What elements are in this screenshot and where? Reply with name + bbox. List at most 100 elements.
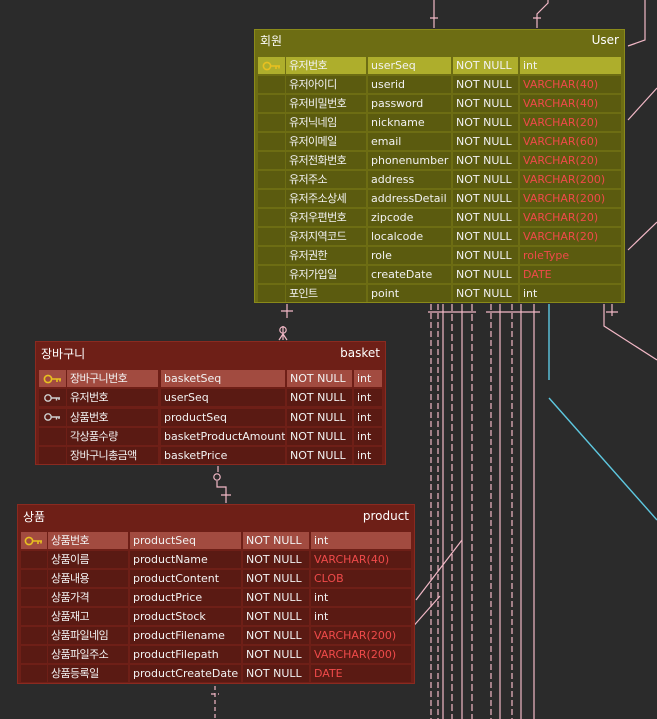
column-field: productSeq: [161, 408, 285, 426]
column-type: VARCHAR(20): [520, 114, 621, 131]
key-cell: [21, 608, 47, 625]
column-type: roleType: [520, 247, 621, 264]
column-field: phonenumber: [368, 152, 451, 169]
column-field: addressDetail: [368, 190, 451, 207]
column-null: NOT NULL: [453, 114, 518, 131]
relation-line: [211, 686, 219, 719]
column-null: NOT NULL: [453, 57, 518, 74]
column-field: productContent: [130, 570, 241, 587]
column-type: int: [520, 285, 621, 302]
column-name: 유저이메일: [286, 133, 366, 150]
foreign-key-icon: [39, 408, 66, 426]
column-name: 상품재고: [48, 608, 128, 625]
relation-line: [548, 397, 657, 521]
column-field: basketProductAmount: [161, 427, 285, 445]
column-field: password: [368, 95, 451, 112]
relation-line: [533, 0, 549, 28]
key-cell: [258, 152, 285, 169]
column-field: createDate: [368, 266, 451, 283]
key-cell: [258, 114, 285, 131]
column-null: NOT NULL: [453, 76, 518, 93]
column-name: 상품번호: [48, 532, 128, 549]
column-name: 유저주소: [286, 171, 366, 188]
key-cell: [21, 627, 47, 644]
column-field: basketPrice: [161, 447, 285, 465]
column-type: VARCHAR(40): [520, 76, 621, 93]
key-cell: [258, 209, 285, 226]
column-name: 유저아이디: [286, 76, 366, 93]
key-cell: [258, 228, 285, 245]
table-header: 상품 product: [18, 505, 414, 527]
column-type: VARCHAR(40): [311, 551, 411, 568]
column-name: 각상품수량: [67, 427, 158, 445]
relation-line: [415, 539, 463, 601]
key-cell: [258, 266, 285, 283]
table-title-en: basket: [340, 346, 380, 360]
column-name: 상품등록일: [48, 665, 128, 682]
column-type: VARCHAR(200): [520, 171, 621, 188]
column-type: VARCHAR(20): [520, 228, 621, 245]
column-type: int: [354, 370, 382, 387]
column-null: NOT NULL: [243, 665, 309, 682]
column-field: role: [368, 247, 451, 264]
column-name: 유저전화번호: [286, 152, 366, 169]
column-null: NOT NULL: [287, 408, 352, 426]
column-field: nickname: [368, 114, 451, 131]
table-title-ko: 장바구니: [41, 346, 86, 361]
column-null: NOT NULL: [243, 570, 309, 587]
column-field: userid: [368, 76, 451, 93]
relation-line: [216, 481, 231, 503]
column-null: NOT NULL: [453, 133, 518, 150]
column-field: zipcode: [368, 209, 451, 226]
column-field: userSeq: [368, 57, 451, 74]
column-field: basketSeq: [161, 370, 285, 387]
table-title-ko: 회원: [260, 33, 283, 48]
column-null: NOT NULL: [287, 389, 352, 407]
column-null: NOT NULL: [453, 152, 518, 169]
column-name: 유저번호: [67, 389, 158, 407]
column-name: 상품이름: [48, 551, 128, 568]
column-type: VARCHAR(20): [520, 209, 621, 226]
column-field: point: [368, 285, 451, 302]
column-type: int: [354, 408, 382, 426]
key-cell: [21, 551, 47, 568]
relation-line: [603, 304, 657, 361]
relation-line: [627, 221, 657, 251]
relation-line: [278, 333, 288, 341]
column-type: VARCHAR(60): [520, 133, 621, 150]
relation-line: [627, 87, 657, 121]
column-field: productName: [130, 551, 241, 568]
column-null: NOT NULL: [243, 646, 309, 663]
column-null: NOT NULL: [453, 190, 518, 207]
column-name: 포인트: [286, 285, 366, 302]
